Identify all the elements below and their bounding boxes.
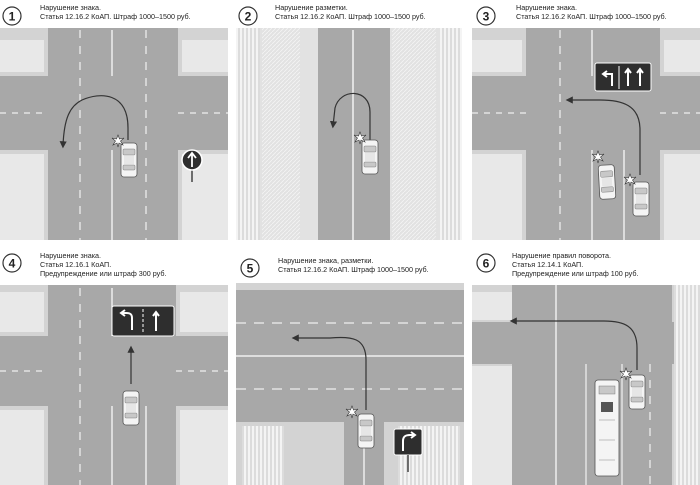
panel-6: 6 Нарушение правил поворота. Статья 12.1… <box>472 247 700 485</box>
panel-number: 5 <box>247 262 254 276</box>
caption-line: Нарушение правил поворота. <box>512 251 611 260</box>
caption-line: Нарушение разметки. <box>275 3 348 12</box>
panel-number: 2 <box>245 10 252 24</box>
turn-right-sign-icon <box>393 428 423 456</box>
caption-line: Статья 12.16.2 КоАП. Штраф 1000–1500 руб… <box>275 12 426 21</box>
panel-number: 4 <box>9 257 16 271</box>
caption-line: Нарушение знака. <box>40 251 101 260</box>
caption-line: Нарушение знака. <box>516 3 577 12</box>
caption-line: Статья 12.14.1 КоАП. <box>512 260 583 269</box>
caption-line: Предупреждение или штраф 300 руб. <box>40 269 166 278</box>
panel-4: 4 Нарушение знака. Статья 12.16.1 КоАП. … <box>0 247 228 485</box>
panel-3: 3 Нарушение знака. Статья 12.16.2 КоАП. … <box>472 0 700 240</box>
car <box>597 164 617 200</box>
caption-line: Статья 12.16.2 КоАП. Штраф 1000–1500 руб… <box>278 265 429 274</box>
caption-line: Нарушение знака, разметки. <box>278 256 373 265</box>
panel-5: 5 Нарушение знака, разметки. Статья 12.1… <box>236 247 464 485</box>
car <box>361 139 379 175</box>
panel-number: 3 <box>483 10 490 24</box>
panel-number: 6 <box>483 257 490 271</box>
lane-direction-sign-icon <box>594 62 652 92</box>
bus <box>594 379 620 477</box>
car <box>122 390 140 426</box>
caption-line: Статья 12.16.2 КоАП. Штраф 1000–1500 руб… <box>40 12 191 21</box>
caption-line: Статья 12.16.1 КоАП. <box>40 260 111 269</box>
car <box>628 374 646 410</box>
car <box>632 181 650 217</box>
panel-2: 2 Нарушение разметки. Статья 12.16.2 КоА… <box>236 0 462 240</box>
panel-1: 1 Нарушение знака. Статья 12.16.2 КоАП. … <box>0 0 228 240</box>
caption-line: Предупреждение или штраф 100 руб. <box>512 269 638 278</box>
caption-line: Статья 12.16.2 КоАП. Штраф 1000–1500 руб… <box>516 12 667 21</box>
car <box>357 413 375 449</box>
car <box>120 142 138 178</box>
panel-number: 1 <box>9 10 16 24</box>
caption-line: Нарушение знака. <box>40 3 101 12</box>
